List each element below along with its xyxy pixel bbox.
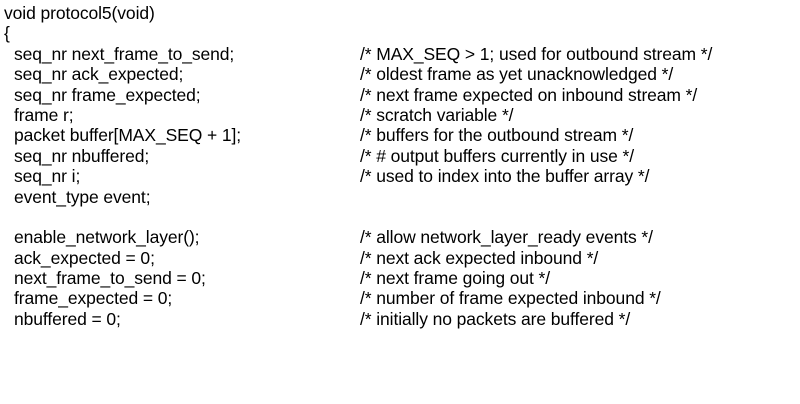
code-line-declaration: seq_nr frame_expected; /* next frame exp… <box>4 85 796 105</box>
code-line-statement: next_frame_to_send = 0; /* next frame go… <box>4 268 796 288</box>
code-line-declaration: event_type event; <box>4 187 796 207</box>
function-signature-line: void protocol5(void) <box>4 3 796 23</box>
code-line-declaration: seq_nr next_frame_to_send; /* MAX_SEQ > … <box>4 44 796 64</box>
code-line-declaration: frame r; /* scratch variable */ <box>4 105 796 125</box>
code-line-statement: frame_expected = 0; /* number of frame e… <box>4 288 796 308</box>
code-line-statement: enable_network_layer(); /* allow network… <box>4 227 796 247</box>
function-signature: void protocol5(void) <box>4 3 155 23</box>
code-comment: /* next frame going out */ <box>360 268 551 289</box>
code-comment: /* next ack expected inbound */ <box>360 247 599 268</box>
code-statement: seq_nr next_frame_to_send; <box>14 43 235 64</box>
open-brace-line: { <box>4 23 796 43</box>
code-statement: enable_network_layer(); <box>14 227 200 248</box>
code-statement: frame r; <box>14 104 74 125</box>
open-brace: { <box>4 23 10 44</box>
code-comment: /* buffers for the outbound stream */ <box>360 125 634 146</box>
code-line-declaration: packet buffer[MAX_SEQ + 1]; /* buffers f… <box>4 125 796 145</box>
code-statement: frame_expected = 0; <box>14 288 173 309</box>
code-line-declaration: seq_nr ack_expected; /* oldest frame as … <box>4 64 796 84</box>
code-comment: /* oldest frame as yet unacknowledged */ <box>360 64 674 85</box>
code-statement: seq_nr i; <box>14 166 81 187</box>
code-line-statement: ack_expected = 0; /* next ack expected i… <box>4 248 796 268</box>
code-line-declaration: seq_nr nbuffered; /* # output buffers cu… <box>4 146 796 166</box>
code-comment: /* used to index into the buffer array *… <box>360 166 650 187</box>
blank-line <box>4 207 796 227</box>
code-statement: nbuffered = 0; <box>14 308 121 329</box>
code-line-statement: nbuffered = 0; /* initially no packets a… <box>4 309 796 329</box>
code-statement: next_frame_to_send = 0; <box>14 268 206 289</box>
code-comment: /* number of frame expected inbound */ <box>360 288 661 309</box>
code-comment: /* allow network_layer_ready events */ <box>360 227 653 248</box>
code-comment: /* # output buffers currently in use */ <box>360 145 634 166</box>
code-comment: /* initially no packets are buffered */ <box>360 308 631 329</box>
code-statement: seq_nr nbuffered; <box>14 145 150 166</box>
code-comment: /* next frame expected on inbound stream… <box>360 84 698 105</box>
code-comment: /* scratch variable */ <box>360 104 514 125</box>
code-statement: seq_nr frame_expected; <box>14 84 201 105</box>
code-listing: void protocol5(void) { seq_nr next_frame… <box>4 3 796 329</box>
code-statement: ack_expected = 0; <box>14 247 155 268</box>
code-comment: /* MAX_SEQ > 1; used for outbound stream… <box>360 43 713 64</box>
code-statement: packet buffer[MAX_SEQ + 1]; <box>14 125 242 146</box>
code-line-declaration: seq_nr i; /* used to index into the buff… <box>4 166 796 186</box>
code-statement: event_type event; <box>14 186 151 207</box>
code-statement: seq_nr ack_expected; <box>14 64 184 85</box>
